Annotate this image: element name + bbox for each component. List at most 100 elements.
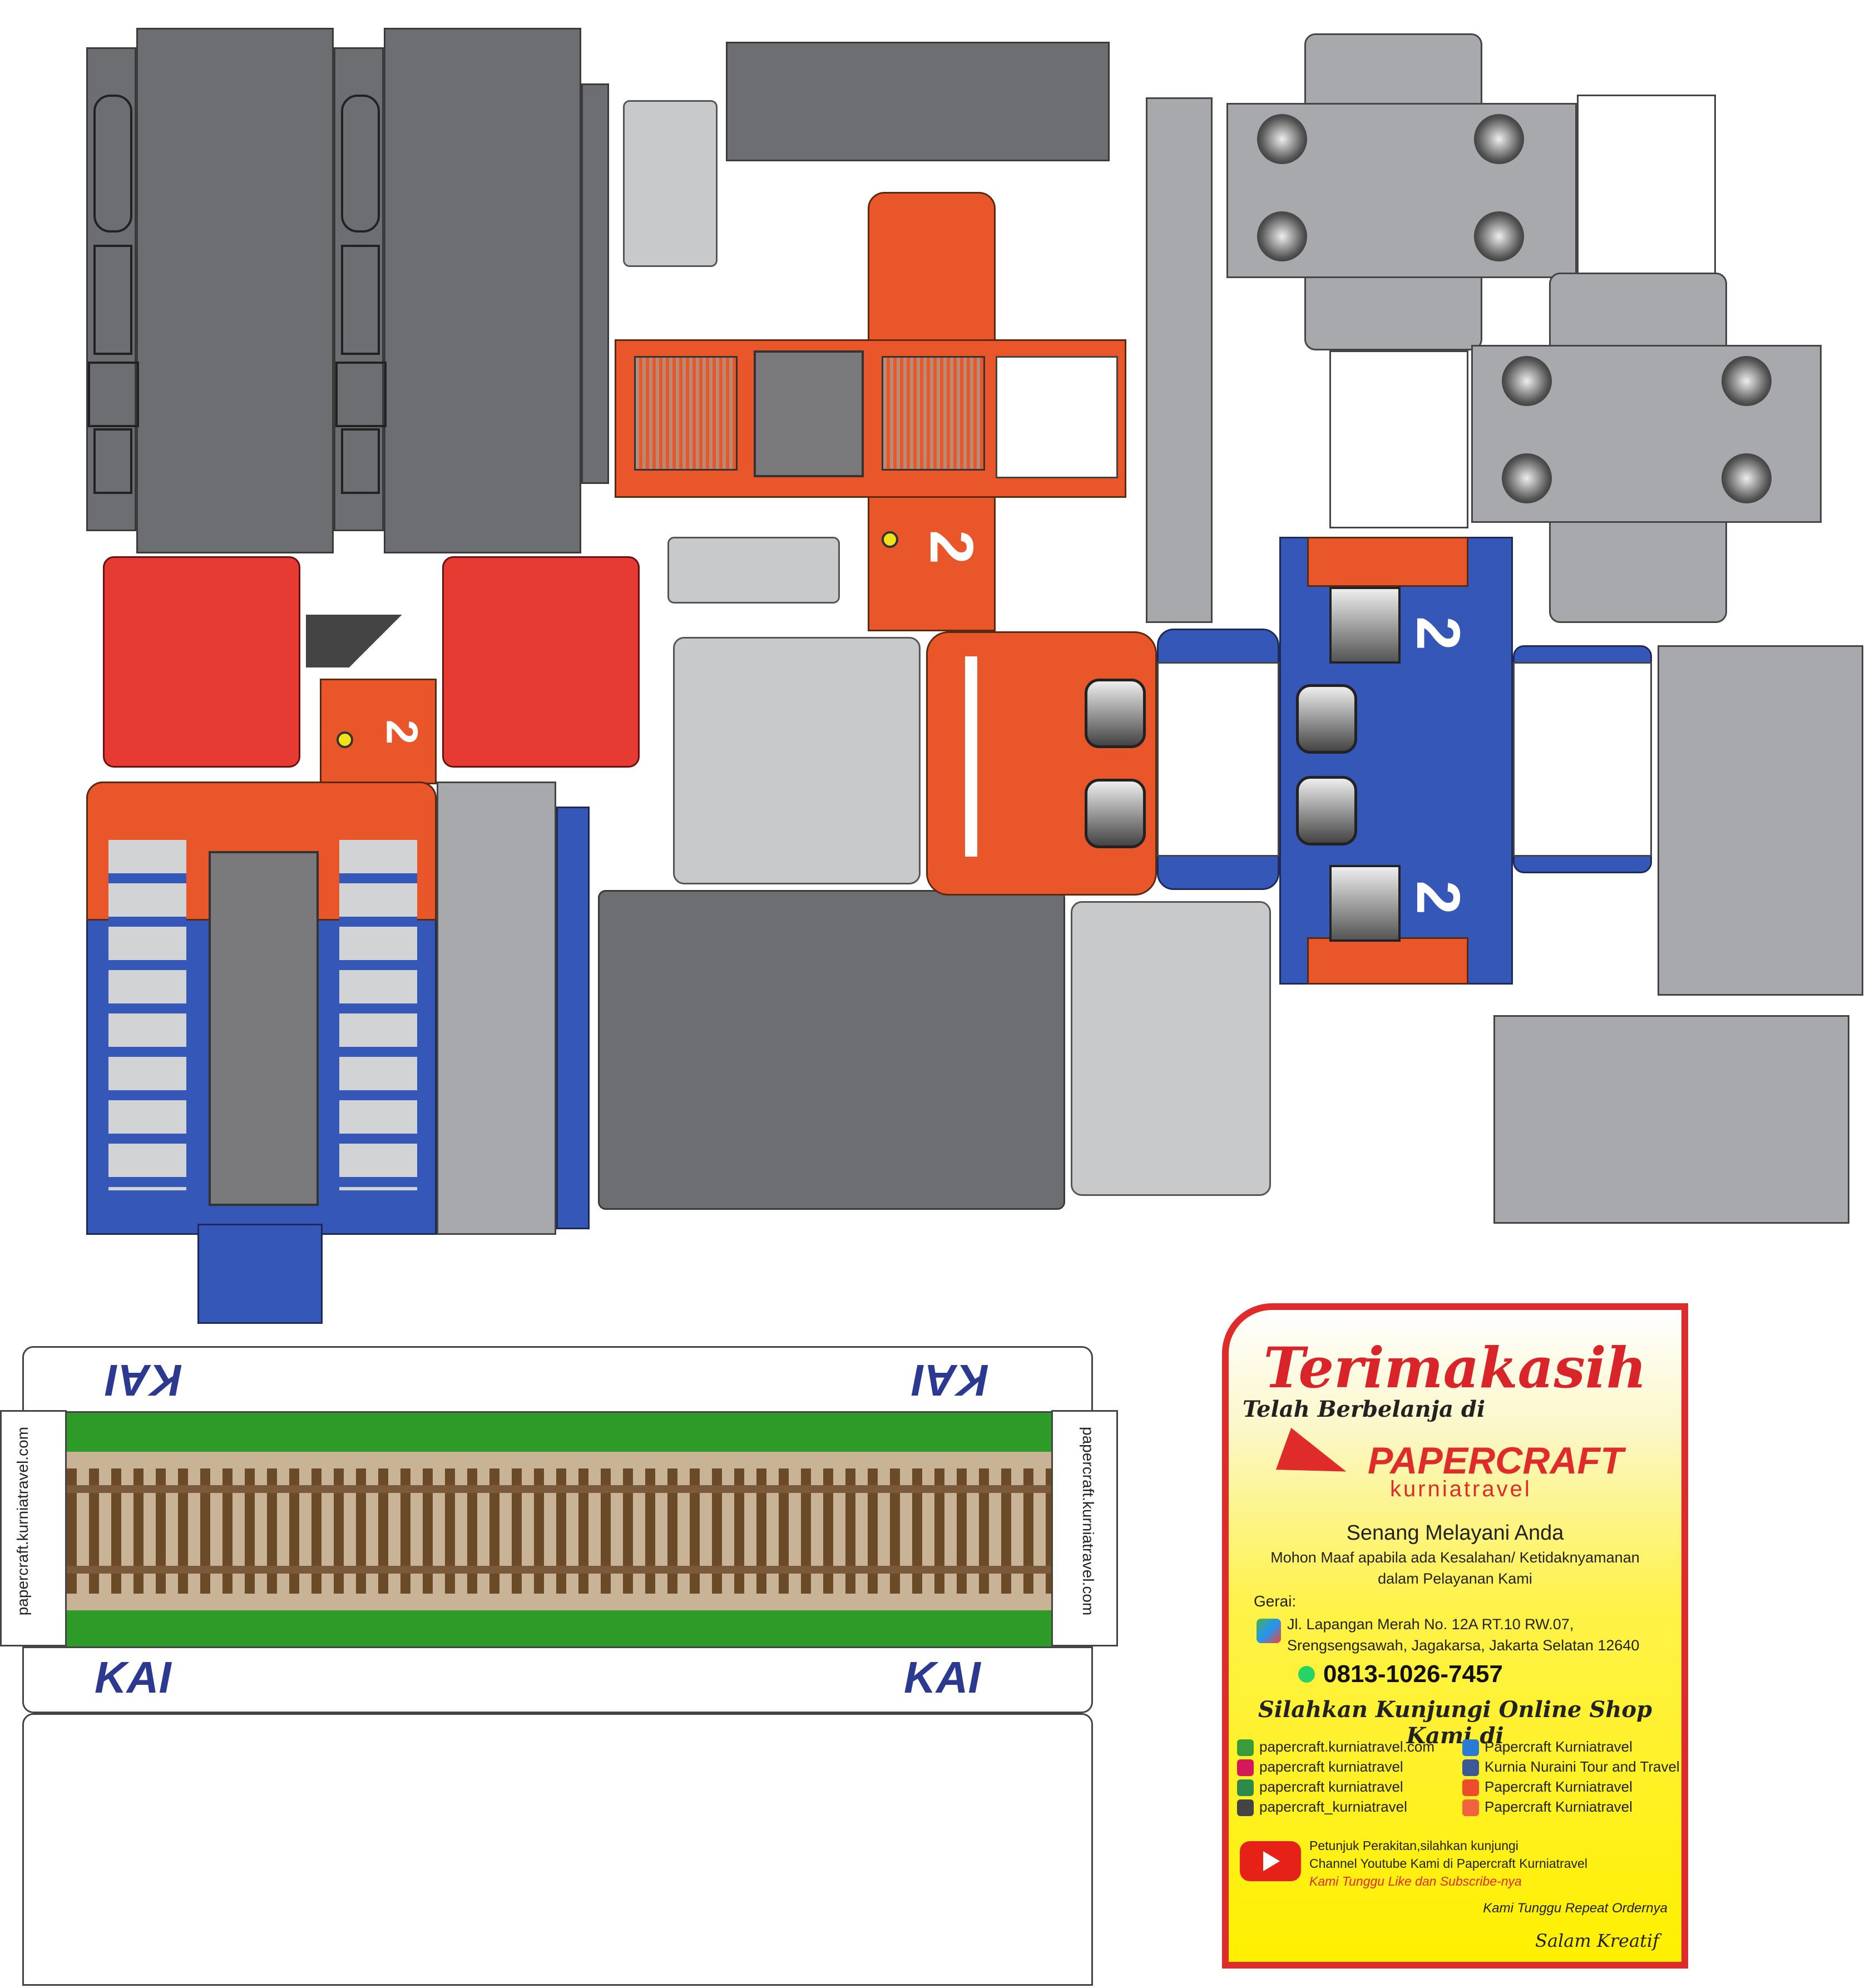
link-item: Papercraft Kurniatravel — [1462, 1738, 1633, 1757]
base-flap-top — [22, 1346, 1093, 1413]
rail — [67, 1485, 1051, 1493]
link-item: papercraft kurniatravel — [1237, 1778, 1403, 1797]
roof-panel — [437, 782, 556, 1235]
unit-number: 2 — [1404, 616, 1473, 651]
wheel — [1257, 211, 1307, 261]
cab-front — [926, 631, 1157, 896]
kai-logo: KAI — [904, 1653, 981, 1702]
side-url-left: papercraft.kurniatravel.com — [14, 1427, 31, 1616]
grey-plate — [1493, 1015, 1849, 1224]
headlight — [882, 531, 898, 548]
link-item: Papercraft Kurniatravel — [1462, 1778, 1633, 1797]
youtube-play-icon — [1263, 1851, 1280, 1871]
red-nose-net-left — [103, 556, 300, 768]
triangle-flaps — [306, 615, 445, 667]
wheel — [1474, 211, 1524, 261]
phone: 0813-1026-7457 — [1323, 1660, 1503, 1688]
card-title: Terimakasih — [1263, 1335, 1647, 1401]
thank-you-card: Terimakasih Telah Berbelanja di PAPERCRA… — [1222, 1303, 1688, 1969]
shop-icon — [1237, 1779, 1254, 1797]
red-nose-net-right — [442, 556, 640, 768]
hood-net — [598, 890, 1065, 1210]
base-side-right — [1051, 1410, 1118, 1646]
nose-piece — [320, 679, 437, 784]
cab-front-white — [965, 656, 977, 857]
kai-logo: KAI — [95, 1653, 171, 1702]
white-panel — [1577, 95, 1716, 278]
grey-plate — [1658, 645, 1863, 996]
greeting: Senang Melayani Anda — [1346, 1521, 1564, 1545]
wheel — [1502, 356, 1552, 406]
side-louvers — [339, 840, 417, 1190]
youtube-line1: Petunjuk Perakitan,silahkan kunjungi — [1309, 1838, 1518, 1853]
cab-main-orange — [1307, 537, 1468, 587]
cab-window — [1296, 684, 1357, 754]
kai-logo: KAI — [912, 1356, 989, 1405]
grille — [882, 356, 985, 471]
cab-window — [1296, 776, 1357, 845]
hatch — [335, 362, 387, 427]
hatch — [93, 428, 132, 494]
grille — [634, 356, 738, 471]
rail — [67, 1566, 1051, 1574]
side-louvers — [108, 840, 186, 1190]
store-label: Gerai: — [1254, 1593, 1297, 1610]
youtube-line2: Channel Youtube Kami di Papercraft Kurni… — [1309, 1856, 1587, 1871]
roof-strip — [726, 42, 1110, 161]
link-item: papercraft_kurniatravel — [1237, 1798, 1407, 1817]
hatch — [341, 245, 380, 355]
cab-window — [1329, 587, 1401, 664]
signoff: Salam Kreatif — [1535, 1930, 1659, 1951]
small-box-net — [623, 100, 718, 267]
wheel — [1721, 453, 1772, 503]
grass-top — [67, 1413, 1051, 1452]
facebook-icon — [1462, 1759, 1479, 1777]
apology-line1: Mohon Maaf apabila ada Kesalahan/ Ketida… — [1270, 1549, 1640, 1566]
address-line1: Jl. Lapangan Merah No. 12A RT.10 RW.07, — [1287, 1616, 1574, 1633]
base-flap-bottom — [22, 1646, 1093, 1713]
window-panel — [996, 356, 1118, 478]
panel — [384, 28, 581, 553]
wheel — [1721, 356, 1772, 406]
panel — [136, 28, 334, 553]
hatch — [93, 245, 132, 355]
whatsapp-icon — [1298, 1666, 1315, 1683]
bukalapak-icon — [1237, 1759, 1254, 1777]
wheel — [1257, 114, 1307, 164]
cab-side-white — [1157, 662, 1279, 857]
brand-main: PAPERCRAFT — [1368, 1440, 1624, 1482]
unit-number: 2 — [917, 530, 986, 565]
map-pin-icon — [1256, 1619, 1281, 1643]
brand-sub: kurniatravel — [1390, 1477, 1532, 1501]
cab-edge-white — [1513, 662, 1652, 857]
globe-icon — [1237, 1739, 1254, 1757]
unit-number: 2 — [377, 719, 427, 745]
vent-slot — [93, 95, 132, 233]
tank-net — [1071, 901, 1271, 1196]
address-line2: Srengsengsawah, Jagakarsa, Jakarta Selat… — [1287, 1637, 1640, 1654]
instagram-icon — [1237, 1799, 1254, 1817]
base-side-left — [0, 1410, 67, 1646]
link-item: papercraft.kurniatravel.com — [1237, 1738, 1434, 1757]
side-url-right: papercraft.kurniatravel.com — [1080, 1427, 1097, 1616]
body-flap — [197, 1224, 323, 1324]
wheel — [1502, 453, 1552, 503]
cab-main-orange — [1307, 937, 1468, 985]
hatch — [341, 428, 380, 494]
link-item: Papercraft Kurniatravel — [1462, 1798, 1633, 1817]
link-item: Kurnia Nuraini Tour and Travel — [1462, 1758, 1680, 1777]
cab-window — [754, 350, 864, 477]
unit-number: 2 — [1404, 880, 1473, 915]
card-subtitle: Telah Berbelanja di — [1243, 1396, 1486, 1422]
base-bottom-panel — [22, 1713, 1093, 1986]
cab-window — [1085, 679, 1146, 748]
fuel-tank-net — [673, 637, 921, 884]
flap — [581, 83, 609, 484]
grass-bottom — [67, 1610, 1051, 1646]
kai-logo: KAI — [106, 1356, 182, 1405]
paper-plane-icon — [1275, 1427, 1354, 1493]
headlight — [337, 731, 353, 748]
side-strip — [1146, 97, 1213, 623]
store-icon — [1462, 1739, 1479, 1757]
small-box-net — [667, 537, 840, 604]
